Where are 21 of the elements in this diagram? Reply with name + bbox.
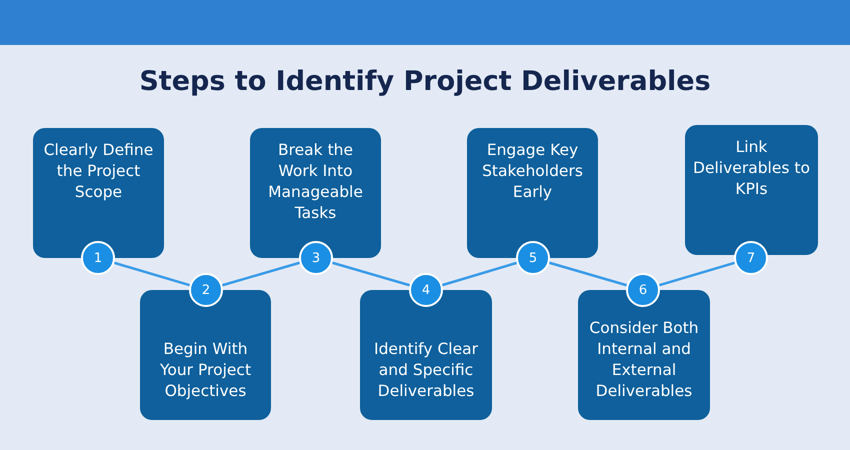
title: Steps to Identify Project Deliverables xyxy=(138,66,712,97)
step-number-circle: 7 xyxy=(734,241,768,275)
step-text: Identify Clear and Specific Deliverables xyxy=(373,339,479,402)
connector-line xyxy=(548,262,628,286)
connector-line xyxy=(222,262,300,286)
step-number-circle: 1 xyxy=(81,241,115,275)
step-number-circle: 2 xyxy=(189,273,223,307)
connector-line xyxy=(442,262,518,286)
step-text: Engage Key Stakeholders Early xyxy=(481,140,584,203)
step-text: Consider Both Internal and External Deliverables xyxy=(588,318,700,402)
step-number-circle: 3 xyxy=(299,241,333,275)
step-number-circle: 4 xyxy=(409,273,443,307)
connector-line xyxy=(658,262,736,286)
step-text: Link Deliverables to KPIs xyxy=(693,137,810,200)
step-number-circle: 5 xyxy=(516,241,550,275)
step-text: Clearly Define the Project Scope xyxy=(42,140,154,203)
step-number-circle: 6 xyxy=(626,273,660,307)
connector-line xyxy=(114,262,190,286)
step-text: Begin With Your Project Objectives xyxy=(158,339,252,402)
step-text: Break the Work Into Manageable Tasks xyxy=(267,140,364,224)
connector-line xyxy=(332,262,410,286)
